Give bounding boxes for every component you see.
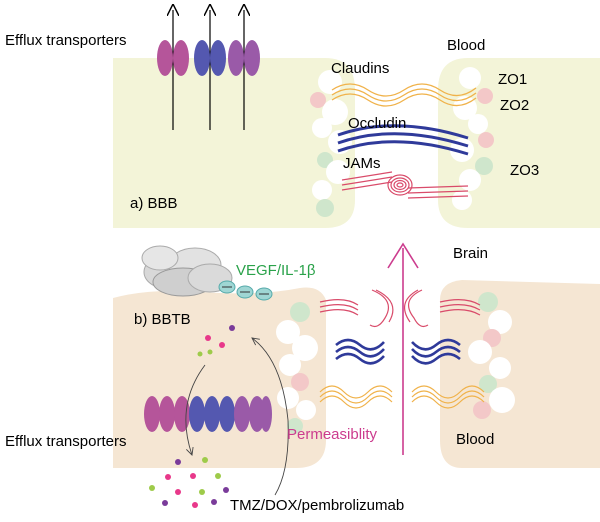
jams-label: JAMs <box>343 155 381 172</box>
zo3-label: ZO3 <box>510 162 539 179</box>
claudin-strands <box>331 83 477 107</box>
drug-molecules-inside <box>197 325 235 357</box>
blood-bottom-label: Blood <box>456 431 494 448</box>
bbtb-jam-strands <box>319 289 481 328</box>
vegf-label: VEGF/IL-1β <box>236 262 316 279</box>
efflux-bottom-label: Efflux transporters <box>5 433 126 450</box>
bbb-junction-nodes-right <box>450 67 494 210</box>
jam-strands <box>341 171 469 199</box>
bbtb-claudin-strands <box>319 385 485 409</box>
vegf-beads <box>218 280 273 301</box>
bbtb-occludin-strands <box>335 338 461 365</box>
efflux-top-label: Efflux transporters <box>5 32 126 49</box>
bbtb-junction-nodes-right <box>468 292 515 419</box>
efflux-transporters-top <box>157 10 260 130</box>
bbtb-panel-label: b) BBTB <box>134 311 191 328</box>
occludin-label: Occludin <box>348 115 406 132</box>
permeability-label: Permeasiblity <box>287 426 378 443</box>
efflux-transporters-bottom <box>144 396 272 432</box>
bbb-panel-label: a) BBB <box>130 195 178 212</box>
drugs-label: TMZ/DOX/pembrolizumab <box>230 497 404 514</box>
claudins-label: Claudins <box>331 60 389 77</box>
brain-label: Brain <box>453 245 488 262</box>
bbtb-junction-nodes-left <box>276 302 318 434</box>
zo1-label: ZO1 <box>498 71 527 88</box>
bbtb-right-cell <box>440 280 600 468</box>
bbtb-panel: Brain VEGF/IL-1β b) BBTB Permeasiblity B… <box>5 242 600 514</box>
permeability-arrow <box>387 242 419 455</box>
blood-top-label: Blood <box>447 37 485 54</box>
tumor-cell-cluster <box>141 245 233 297</box>
efflux-flow-arrows <box>185 338 289 496</box>
zo2-label: ZO2 <box>500 97 529 114</box>
bbb-panel: Efflux transporters Blood Claudins Occlu… <box>5 10 600 228</box>
occludin-strands <box>337 124 469 156</box>
drug-molecules-outside <box>149 457 229 508</box>
